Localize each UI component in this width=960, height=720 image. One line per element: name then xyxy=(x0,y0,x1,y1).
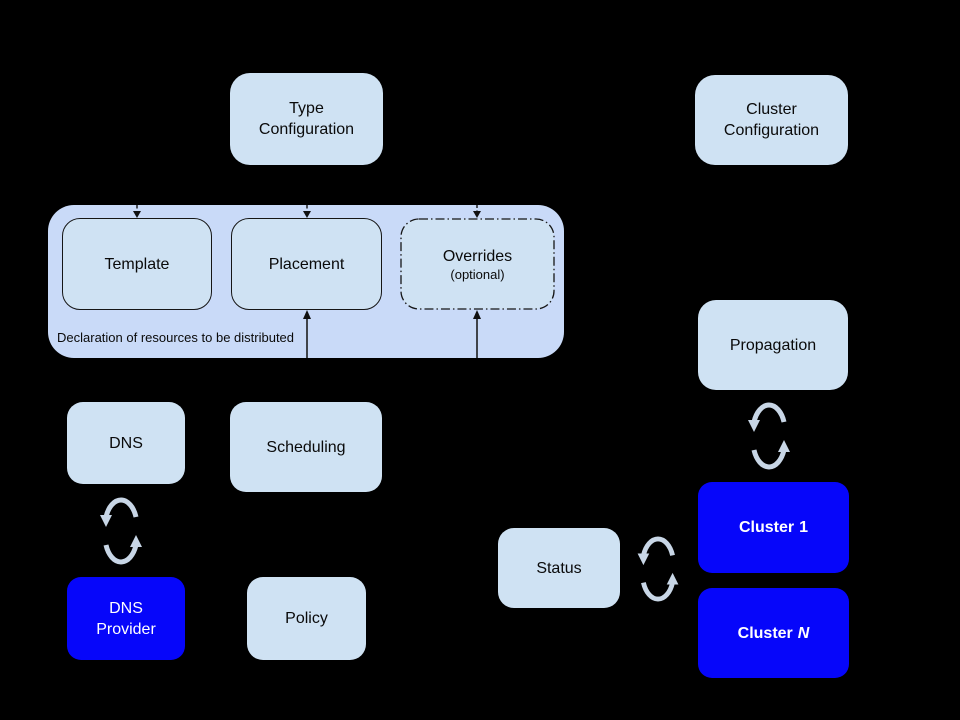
node-label-group: Overrides (optional) xyxy=(443,246,512,283)
node-overrides: Overrides (optional) xyxy=(400,218,555,310)
overrides-dashed-border xyxy=(400,218,555,310)
node-label: Cluster 1 xyxy=(738,519,809,536)
node-label: Cluster N xyxy=(737,624,810,642)
node-label: Provider xyxy=(96,620,156,638)
node-placement: Placement xyxy=(231,218,382,310)
sync-icon xyxy=(637,536,679,602)
node-label: Policy xyxy=(285,610,328,627)
node-label: Configuration xyxy=(258,121,355,138)
node-label: Configuration xyxy=(723,122,820,139)
node-label: Overrides xyxy=(442,247,513,265)
node-label: Type xyxy=(289,100,324,117)
sync-icon xyxy=(100,497,142,565)
node-scheduling: Scheduling xyxy=(230,402,382,492)
node-label: Propagation xyxy=(729,336,817,354)
sync-icon xyxy=(748,402,790,470)
node-cluster-n: Cluster N xyxy=(698,588,849,678)
node-label: Scheduling xyxy=(266,438,346,456)
node-sublabel: (optional) xyxy=(450,266,505,282)
node-dns: DNS xyxy=(67,402,185,484)
node-cluster-configuration: Cluster Configuration xyxy=(695,75,848,165)
group-caption: Declaration of resources to be distribut… xyxy=(57,330,295,345)
node-cluster-1: Cluster 1 xyxy=(698,482,849,573)
node-status: Status xyxy=(498,528,620,608)
node-label: Placement xyxy=(268,255,345,273)
node-label: Cluster xyxy=(746,101,797,118)
node-dns-provider: DNS Provider xyxy=(67,577,185,660)
node-type-configuration: Type Configuration xyxy=(230,73,383,165)
node-label: DNS xyxy=(109,599,143,617)
node-label: Status xyxy=(536,559,582,577)
node-policy: Policy xyxy=(247,577,366,660)
node-label: Template xyxy=(104,255,170,273)
node-label: DNS xyxy=(109,434,143,452)
node-propagation: Propagation xyxy=(698,300,848,390)
node-template: Template xyxy=(62,218,212,310)
